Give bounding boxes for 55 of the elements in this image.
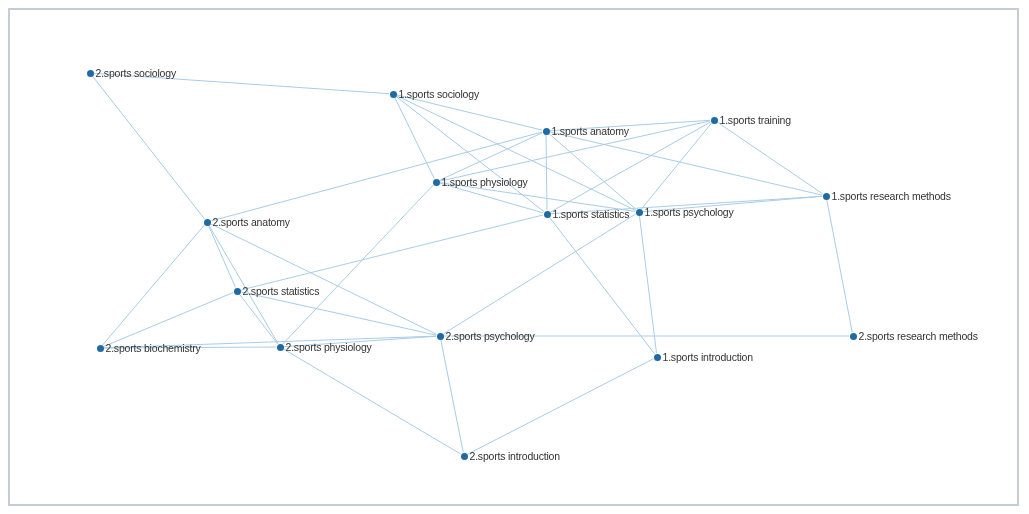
node-label: 1.sports anatomy [551, 125, 629, 137]
connector-line [442, 213, 637, 335]
connector-line [549, 131, 823, 196]
connector-line [103, 292, 234, 347]
connector-line [282, 348, 462, 455]
connector-line [396, 94, 543, 131]
connector-line [548, 133, 637, 210]
connector-line [548, 216, 656, 355]
node-label: 1.sports research methods [831, 190, 951, 202]
node-label: 2.sports physiology [285, 341, 372, 353]
connector-line [549, 119, 711, 132]
connector-line [440, 339, 464, 453]
connector-line [545, 134, 548, 211]
connector-line [642, 195, 823, 213]
node-label: 2.sports anatomy [212, 216, 290, 228]
connector-line [210, 223, 437, 335]
connector-line [92, 75, 205, 220]
node-label: 2.sports psychology [445, 330, 535, 342]
connector-line [395, 96, 545, 212]
connector-line [208, 225, 279, 344]
connector-line [102, 224, 205, 346]
connector-line [550, 121, 711, 213]
node-label: 2.sports sociology [95, 67, 176, 79]
connector-line [283, 335, 437, 348]
node-label: 2.sports research methods [858, 330, 978, 342]
node-label: 2.sports biochemistry [105, 342, 201, 354]
connector-line [208, 225, 236, 288]
node-label: 1.sports statistics [552, 208, 630, 220]
connector-line [439, 132, 543, 181]
connector-line [238, 293, 279, 345]
connector-line [439, 182, 544, 214]
connector-line [394, 97, 435, 179]
connector-line [240, 214, 544, 291]
connector-line [443, 335, 850, 337]
connector-line [826, 199, 853, 333]
node-label: 2.sports statistics [242, 285, 320, 297]
connector-line [716, 121, 824, 195]
connector-line [210, 131, 543, 222]
node-label: 1.sports sociology [398, 88, 479, 100]
node-label: 1.sports introduction [662, 351, 753, 363]
connector-line [93, 72, 390, 95]
connector-line [641, 122, 712, 210]
connector-line [103, 346, 277, 349]
connector-line [439, 120, 711, 182]
connector-line [282, 184, 434, 345]
node-label: 2.sports introduction [469, 450, 560, 462]
node-label: 1.sports training [719, 114, 791, 126]
node-label: 1.sports physiology [441, 176, 528, 188]
connector-line [439, 182, 636, 212]
connector-line [240, 291, 437, 336]
connector-line [467, 358, 654, 455]
connector-line [639, 215, 657, 354]
connector-line [396, 95, 636, 211]
node-label: 1.sports psychology [644, 206, 734, 218]
connector-line [103, 335, 437, 349]
